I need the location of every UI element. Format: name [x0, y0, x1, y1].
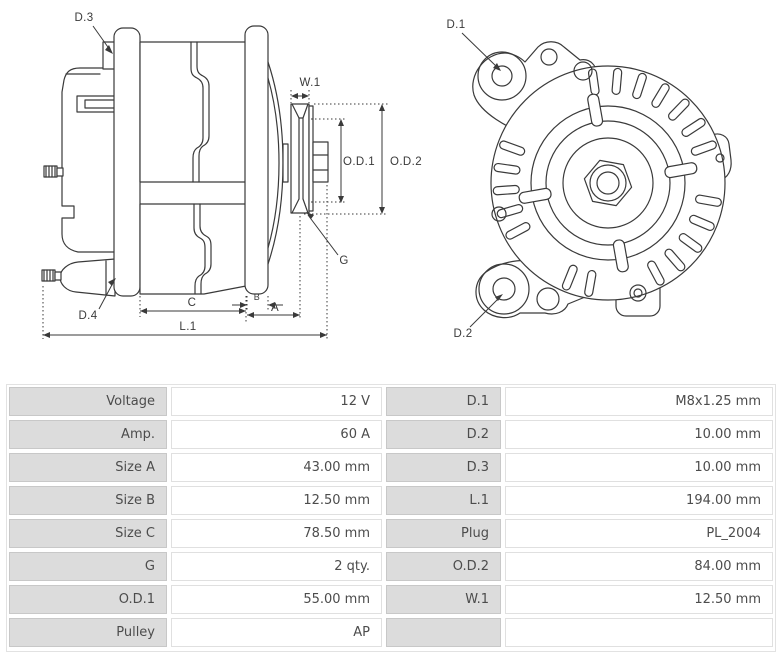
spec-label-cell: W.1: [386, 585, 501, 614]
dim-label-d4: D.4: [78, 310, 97, 322]
spec-label-cell: Size B: [9, 486, 167, 515]
side-view-dimensions: [42, 25, 388, 339]
cropped-row-cell: [386, 651, 501, 652]
pulley-side: [290, 103, 329, 214]
dim-label-d3: D.3: [74, 12, 93, 24]
spec-label-cell: D.1: [386, 387, 501, 416]
lower-boss: [59, 258, 116, 297]
spec-label-cell: Pulley: [9, 618, 167, 647]
vent-slots: [492, 67, 722, 297]
spec-value-cell: 84.00 mm: [505, 552, 773, 581]
dim-label-l1: L.1: [179, 321, 196, 333]
spec-value-cell: 78.50 mm: [171, 519, 382, 548]
cropped-row-cell: [171, 651, 382, 652]
rear-flange: [113, 27, 141, 297]
cropped-row-cell: [9, 651, 167, 652]
front-view-dimensions: [461, 32, 503, 328]
spec-value-cell: 12.50 mm: [505, 585, 773, 614]
spec-value-cell: 12.50 mm: [171, 486, 382, 515]
spec-value-cell: 43.00 mm: [171, 453, 382, 482]
mount-hole-d1: [477, 51, 527, 101]
spec-value-cell: PL_2004: [505, 519, 773, 548]
cropped-row-cell: [505, 651, 773, 652]
shaft-nut: [312, 141, 329, 183]
spec-label-cell: Size C: [9, 519, 167, 548]
dim-label-c: C: [188, 297, 197, 309]
spec-label-cell: [386, 618, 501, 647]
spec-value-cell: 10.00 mm: [505, 453, 773, 482]
spec-label-cell: Plug: [386, 519, 501, 548]
spec-label-cell: Voltage: [9, 387, 167, 416]
side-view-diagram: [41, 25, 329, 297]
spec-value-cell: 10.00 mm: [505, 420, 773, 449]
dim-label-b: B: [254, 292, 260, 302]
spec-label-cell: O.D.1: [9, 585, 167, 614]
side-view-labels: D.3 W.1 O.D.1 O.D.2 G D.4 C B A L.1: [74, 12, 422, 333]
spec-value-cell: 60 A: [171, 420, 382, 449]
shaft: [282, 143, 289, 183]
rear-housing-outline: [61, 67, 116, 253]
dim-label-d1: D.1: [446, 19, 465, 31]
spec-table: Voltage 12 V D.1 M8x1.25 mm Amp. 60 A D.…: [6, 384, 776, 652]
front-flange: [244, 25, 269, 295]
dim-label-w1: W.1: [299, 77, 320, 89]
front-view-diagram: [472, 41, 732, 319]
spec-label-cell: Size A: [9, 453, 167, 482]
body-lower: [139, 203, 247, 295]
spec-value-cell: AP: [171, 618, 382, 647]
spec-label-cell: G: [9, 552, 167, 581]
spec-value-cell: [505, 618, 773, 647]
spec-value-cell: 55.00 mm: [171, 585, 382, 614]
dim-label-a: A: [271, 302, 279, 314]
spec-label-cell: L.1: [386, 486, 501, 515]
technical-drawing: D.3 W.1 O.D.1 O.D.2 G D.4 C B A L.1: [41, 12, 732, 340]
mount-hole-d2: [478, 263, 530, 315]
spec-label-cell: Amp.: [9, 420, 167, 449]
terminal-stud-lower: [41, 269, 62, 282]
pulley-spokes: [518, 93, 698, 273]
terminal-stud-upper: [43, 165, 64, 178]
dim-label-g: G: [339, 255, 348, 267]
spec-label-cell: D.2: [386, 420, 501, 449]
nose-cone: [267, 61, 284, 265]
front-view-labels: D.1 D.2: [446, 19, 472, 340]
spec-label-cell: O.D.2: [386, 552, 501, 581]
dim-label-od1: O.D.1: [343, 156, 375, 168]
spec-label-cell: D.3: [386, 453, 501, 482]
spec-value-cell: M8x1.25 mm: [505, 387, 773, 416]
spec-value-cell: 194.00 mm: [505, 486, 773, 515]
dim-label-d2: D.2: [453, 328, 472, 340]
spec-value-cell: 12 V: [171, 387, 382, 416]
dim-label-od2: O.D.2: [390, 156, 422, 168]
spec-value-cell: 2 qty.: [171, 552, 382, 581]
